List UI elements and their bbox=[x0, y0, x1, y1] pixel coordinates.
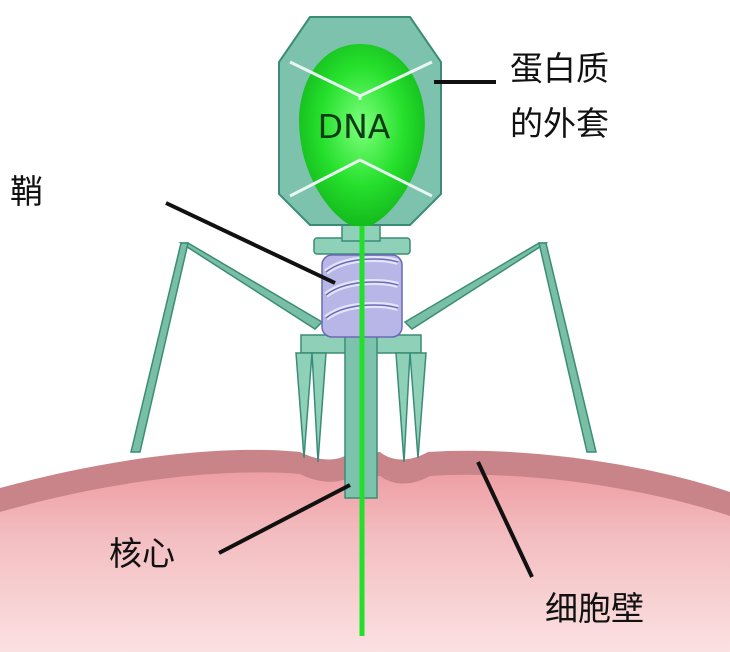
capsid-facets bbox=[289, 60, 433, 198]
wall-leader bbox=[476, 461, 534, 578]
coat-label-line1: 蛋白质 bbox=[510, 49, 609, 88]
dna-label: DNA bbox=[317, 107, 391, 146]
sheath-label: 鞘 bbox=[10, 172, 43, 211]
dna-mass bbox=[299, 44, 425, 226]
cytoplasm bbox=[0, 472, 730, 652]
sheath-leader bbox=[165, 201, 336, 285]
coat-label-line2: 的外套 bbox=[510, 104, 609, 143]
cell-wall-label: 细胞壁 bbox=[545, 589, 644, 628]
core-label: 核心 bbox=[109, 534, 175, 573]
leader-lines bbox=[165, 80, 534, 578]
core-leader bbox=[218, 483, 351, 555]
tail-fibers bbox=[130, 242, 597, 453]
